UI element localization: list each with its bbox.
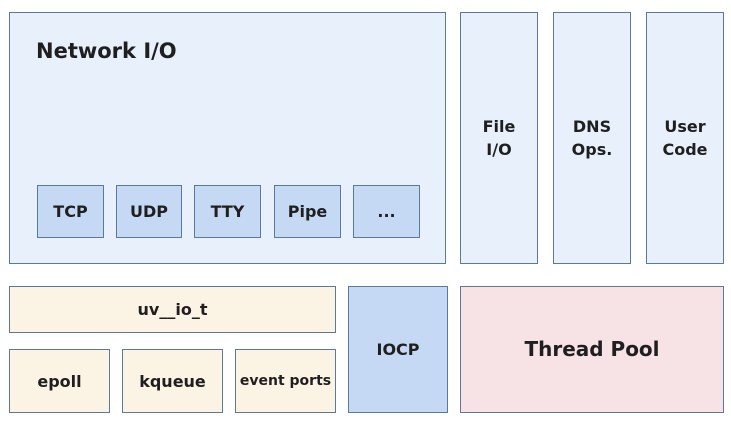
- more-handles-box: ...: [353, 185, 420, 238]
- tcp-box: TCP: [37, 185, 104, 238]
- pipe-box: Pipe: [274, 185, 341, 238]
- iocp-box: IOCP: [348, 286, 448, 413]
- dns-ops-box: DNS Ops.: [553, 12, 631, 264]
- event-ports-box: event ports: [235, 349, 336, 413]
- user-code-box: User Code: [646, 12, 724, 264]
- thread-pool-box: Thread Pool: [460, 286, 724, 413]
- network-io-title: Network I/O: [36, 39, 177, 63]
- epoll-box: epoll: [9, 349, 110, 413]
- udp-box: UDP: [116, 185, 182, 238]
- kqueue-box: kqueue: [122, 349, 223, 413]
- tty-box: TTY: [194, 185, 261, 238]
- uv-io-t-box: uv__io_t: [9, 286, 336, 333]
- file-io-box: File I/O: [460, 12, 538, 264]
